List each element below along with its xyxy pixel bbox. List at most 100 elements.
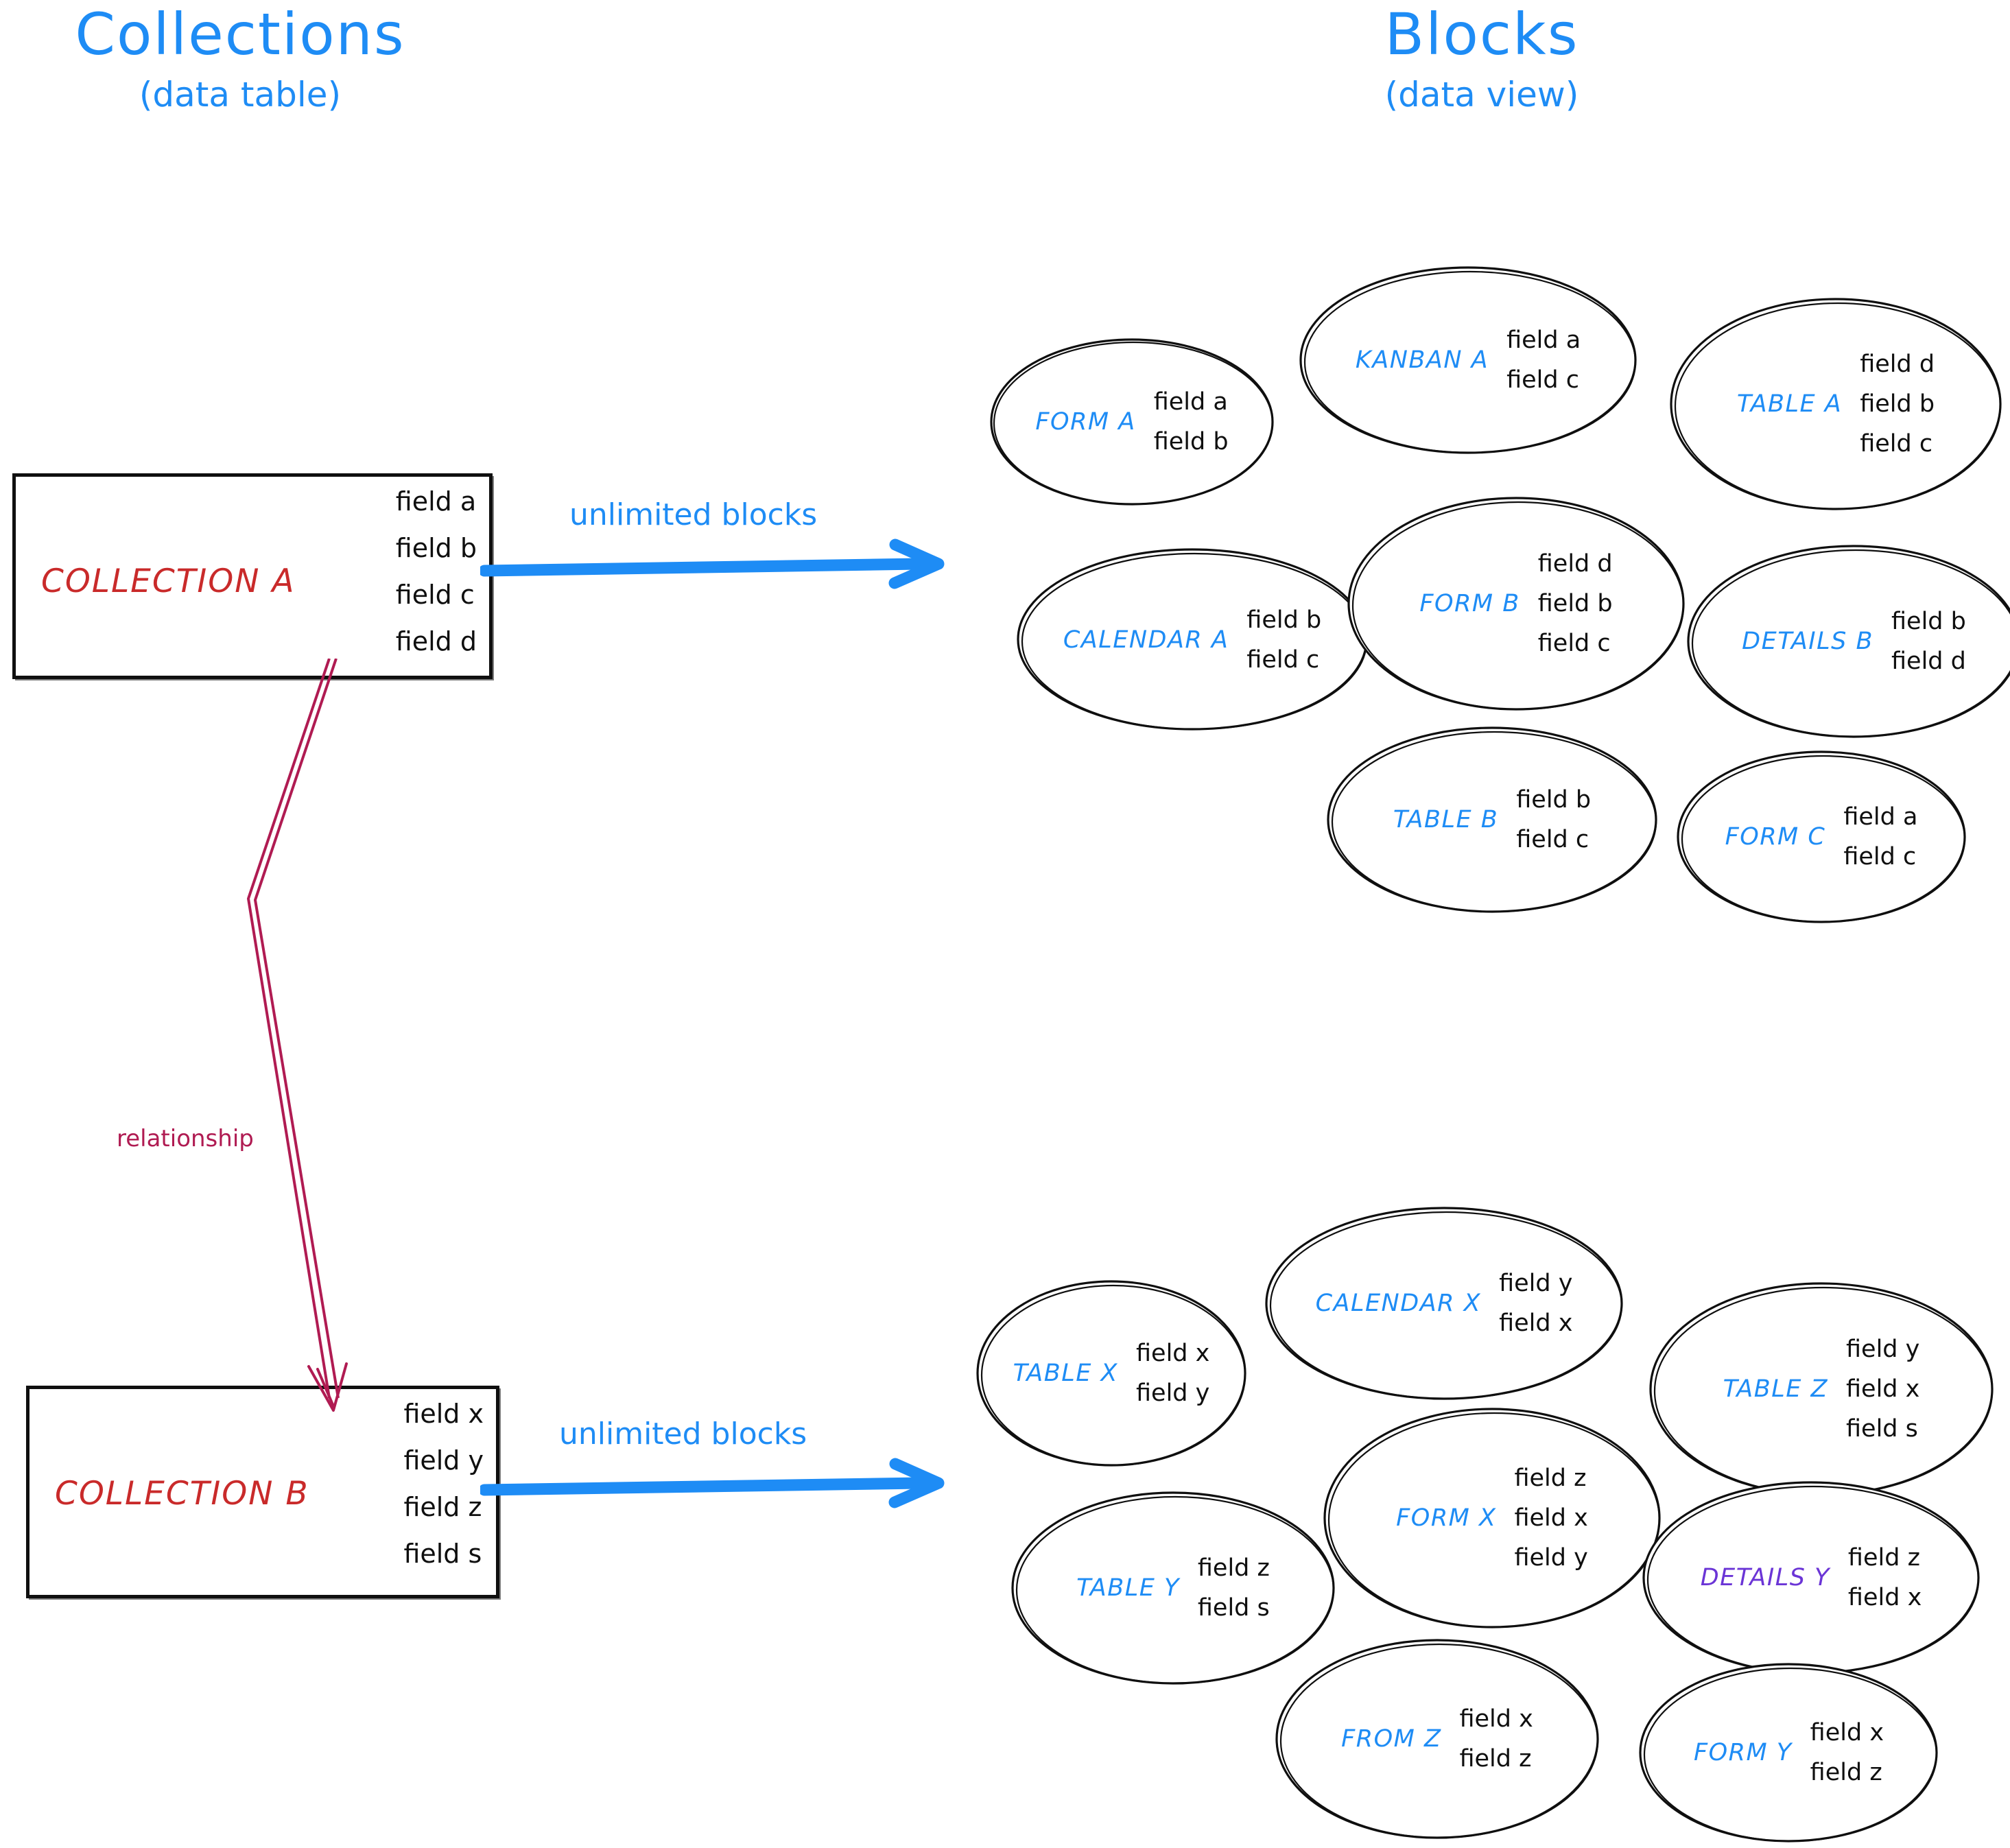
- block-calendar-a[interactable]: CALENDAR A field b field c: [1014, 545, 1371, 734]
- block-label: TABLE B: [1393, 806, 1499, 833]
- block-field-list: field y field x: [1499, 1270, 1572, 1337]
- block-field-list: field z field s: [1198, 1554, 1270, 1622]
- block-from-z[interactable]: FROM Z field x field z: [1273, 1636, 1602, 1842]
- block-kanban-a[interactable]: KANBAN A field a field c: [1297, 264, 1640, 456]
- block-field: field b: [1153, 428, 1229, 455]
- block-field: field y: [1514, 1544, 1588, 1572]
- block-label: CALENDAR X: [1315, 1290, 1482, 1317]
- block-label: FORM A: [1035, 408, 1136, 436]
- block-label: KANBAN A: [1355, 346, 1489, 374]
- block-field: field x: [1845, 1375, 1920, 1403]
- block-field-list: field z field x: [1848, 1544, 1922, 1611]
- block-label: FORM X: [1396, 1504, 1497, 1532]
- unlimited-blocks-arrow-a: [480, 538, 945, 589]
- collection-b-field-list: field x field y field z field s: [403, 1399, 484, 1569]
- block-form-c[interactable]: FORM C field a field c: [1674, 748, 1969, 926]
- collection-a-field: field a: [395, 486, 477, 517]
- block-form-a[interactable]: FORM A field a field b: [988, 336, 1276, 508]
- block-field: field y: [1845, 1336, 1920, 1363]
- block-table-a[interactable]: TABLE A field d field b field c: [1667, 295, 2005, 513]
- collection-b-field: field s: [403, 1539, 482, 1569]
- block-field-list: field d field b field c: [1538, 550, 1613, 657]
- block-field-list: field x field z: [1810, 1719, 1884, 1786]
- block-form-b[interactable]: FORM B field d field b field c: [1345, 494, 1688, 713]
- block-field: field b: [1246, 606, 1322, 634]
- unlimited-blocks-label-a: unlimited blocks: [569, 497, 818, 532]
- block-field-list: field a field b: [1154, 388, 1229, 455]
- block-field: field c: [1516, 826, 1589, 853]
- block-table-y[interactable]: TABLE Y field z field s: [1008, 1489, 1338, 1687]
- block-field: field y: [1499, 1270, 1573, 1297]
- collections-title: Collections: [75, 1, 405, 68]
- block-field-list: field a field c: [1506, 327, 1581, 394]
- ellipse-shape: [1275, 1639, 1599, 1839]
- block-details-y[interactable]: DETAILS Y field z field x: [1640, 1478, 1983, 1677]
- block-field: field z: [1847, 1544, 1920, 1572]
- ellipse-shape: [1687, 545, 2010, 738]
- block-field: field z: [1514, 1465, 1587, 1492]
- block-table-b[interactable]: TABLE B field b field c: [1324, 724, 1660, 916]
- block-field: field c: [1246, 645, 1320, 674]
- block-field: field x: [1847, 1584, 1922, 1611]
- block-label: TABLE X: [1013, 1360, 1118, 1387]
- block-field: field d: [1891, 648, 1966, 675]
- collection-a-field-list: field a field b field c field d: [396, 486, 477, 656]
- block-calendar-x[interactable]: CALENDAR X field y field x: [1262, 1204, 1626, 1403]
- block-field: field z: [1197, 1554, 1270, 1582]
- collection-a-field: field b: [395, 533, 477, 563]
- relationship-label: relationship: [117, 1125, 254, 1152]
- collection-b-field: field y: [403, 1445, 484, 1476]
- block-field: field a: [1506, 327, 1581, 354]
- block-field-list: field b field c: [1516, 786, 1591, 853]
- collection-a-name: COLLECTION A: [41, 562, 296, 600]
- block-field: field x: [1810, 1719, 1884, 1746]
- block-field-list: field y field x field s: [1846, 1336, 1919, 1443]
- collection-a-box[interactable]: field a field b field c field d: [12, 473, 493, 679]
- unlimited-blocks-arrow-b: [480, 1458, 945, 1508]
- block-field: field s: [1197, 1594, 1270, 1622]
- block-field: field b: [1891, 608, 1966, 635]
- block-field: field b: [1516, 786, 1592, 814]
- ellipse-shape: [1327, 726, 1657, 913]
- block-label: FORM C: [1725, 823, 1826, 851]
- block-field: field z: [1459, 1745, 1532, 1773]
- block-field: field d: [1860, 351, 1935, 378]
- block-field: field b: [1537, 590, 1613, 617]
- unlimited-blocks-label-b: unlimited blocks: [559, 1417, 807, 1452]
- block-field: field y: [1135, 1379, 1210, 1407]
- block-label: TABLE Y: [1076, 1574, 1180, 1602]
- ellipse-shape: [1265, 1207, 1623, 1400]
- collection-b-box[interactable]: field x field y field z field s: [26, 1386, 499, 1598]
- block-field: field c: [1537, 630, 1611, 657]
- block-field: field c: [1843, 843, 1917, 870]
- block-details-b[interactable]: DETAILS B field b field d: [1684, 542, 2010, 741]
- block-field: field x: [1135, 1340, 1210, 1367]
- block-label: FROM Z: [1341, 1725, 1442, 1753]
- collection-b-field: field x: [403, 1399, 484, 1429]
- ellipse-shape: [1677, 750, 1966, 923]
- collection-b-name: COLLECTION B: [55, 1475, 309, 1513]
- block-field: field c: [1506, 366, 1579, 394]
- ellipse-shape: [1323, 1408, 1661, 1628]
- blocks-subtitle: (data view): [1384, 75, 1579, 115]
- ellipse-shape: [990, 338, 1274, 506]
- block-field-list: field a field c: [1843, 803, 1917, 870]
- block-table-z[interactable]: TABLE Z field y field x field s: [1646, 1279, 1996, 1499]
- block-label: DETAILS B: [1742, 628, 1873, 655]
- ellipse-shape: [1299, 266, 1637, 454]
- collections-subtitle: (data table): [139, 75, 342, 115]
- block-table-x[interactable]: TABLE X field x field y: [974, 1277, 1249, 1469]
- ellipse-shape: [976, 1280, 1246, 1467]
- block-field: field b: [1860, 390, 1935, 418]
- block-field-list: field d field b field c: [1860, 351, 1935, 458]
- block-form-x[interactable]: FORM X field z field x field y: [1321, 1405, 1664, 1631]
- block-label: DETAILS Y: [1700, 1564, 1830, 1591]
- block-field: field x: [1499, 1310, 1573, 1337]
- ellipse-shape: [1011, 1491, 1335, 1685]
- block-label: FORM B: [1419, 590, 1520, 617]
- block-form-y[interactable]: FORM Y field x field z: [1636, 1660, 1941, 1845]
- blocks-title: Blocks: [1384, 1, 1579, 68]
- block-field: field s: [1845, 1415, 1918, 1443]
- block-field-list: field b field c: [1246, 606, 1321, 674]
